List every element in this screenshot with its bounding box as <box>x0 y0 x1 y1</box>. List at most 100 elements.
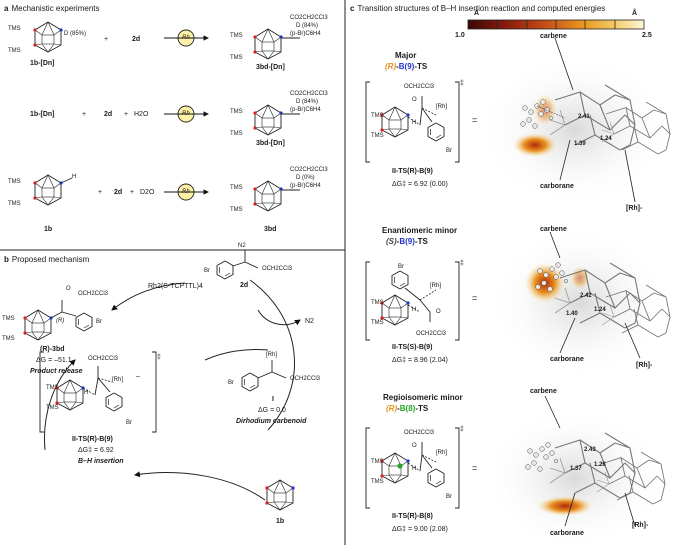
bromo-label: Br <box>96 319 102 325</box>
rh-model-label: [Rh]- <box>626 205 643 212</box>
ts-title: (R)-B(8)-TS <box>386 404 429 413</box>
plus-sign: + <box>130 189 135 196</box>
hydrogen-label: H <box>84 390 89 396</box>
reagent-label: 2d <box>104 111 113 118</box>
rh-model-label: [Rh]- <box>636 362 653 369</box>
bromo-label: Br <box>398 264 404 270</box>
ts-row-2-drawing <box>365 261 460 341</box>
equals-sign: = <box>472 115 478 125</box>
plus-sign: + <box>104 36 109 43</box>
product-substituents: CO2CH2CCl3 D (84%) (p-Br)C6H4 <box>290 90 328 114</box>
tms-label: TMS <box>46 405 59 411</box>
bromo-label: Br <box>446 148 452 154</box>
ts-energy: ΔG‡ = 6.92 <box>78 447 114 454</box>
tms-label: TMS <box>230 185 243 191</box>
product-label: 3bd <box>264 226 277 233</box>
tms-label: TMS <box>230 207 243 213</box>
colorbar-max: 2.5 <box>642 32 652 39</box>
panel-a-letter: a <box>4 4 9 13</box>
config-label: (R) <box>386 404 398 413</box>
product-substituents: CO2CH2CCl3 D (0%) (p-Br)C6H4 <box>290 166 328 190</box>
ts-model-1 <box>480 37 671 205</box>
tms-label: TMS <box>371 300 384 306</box>
deuterium-ratio: D (0%) <box>296 175 315 181</box>
ts-suffix: -TS <box>414 62 428 71</box>
ts-label: II-TS(S)-B(9) <box>392 344 433 351</box>
ts-energy: ΔG‡ = 6.92 (0.00) <box>392 181 448 188</box>
ts-title: (R)-B(9)-TS <box>385 62 428 71</box>
stereo-label: (R) <box>56 318 65 324</box>
plus-sign: + <box>82 111 87 118</box>
catalyst-label: Rh2(S-TCPTTL)4 <box>148 283 203 290</box>
boron-label: B(8) <box>399 404 416 413</box>
tms-label: TMS <box>230 131 243 137</box>
aryl-label: (p-Br)C6H4 <box>290 107 321 113</box>
carbenoid-name: Dirhodium carbenoid <box>236 418 307 425</box>
tms-label: TMS <box>371 479 384 485</box>
ts-kind-label: Enantiomeric minor <box>382 226 458 235</box>
hydrogen-label: H <box>412 307 417 313</box>
deuterium-ratio: D (84%) <box>296 99 319 105</box>
config-label: (R) <box>385 62 397 71</box>
rh-label: [Rh] <box>436 104 448 110</box>
carbonyl-o-label: O <box>66 286 71 292</box>
ts-energy: ΔG‡ = 8.96 (2.04) <box>392 357 448 364</box>
dagger-symbol: ‡ <box>460 426 464 433</box>
aryl-label: (p-Br)C6H4 <box>290 31 321 37</box>
deuterium-label: D (85%) <box>64 31 87 37</box>
tms-label: TMS <box>2 316 15 322</box>
bromo-label: Br <box>446 494 452 500</box>
panel-a-title: Mechanistic experiments <box>11 4 100 13</box>
tms-label: TMS <box>8 201 21 207</box>
ts-model-3 <box>485 395 666 545</box>
hydrogen-label: H <box>412 466 417 472</box>
reagent-label: 2d <box>114 189 123 196</box>
diazo-label: 2d <box>240 282 249 289</box>
ester-label: OCH2CCl3 <box>416 331 447 337</box>
ts-row-1-drawing <box>365 81 460 163</box>
ts-suffix: -TS <box>414 237 428 246</box>
rh-label: [Rh] <box>436 450 448 456</box>
ts-kind-label: Major <box>395 51 417 60</box>
tms-label: TMS <box>371 459 384 465</box>
n2-release-label: N2 <box>305 318 314 325</box>
carbonyl-o-label: O <box>412 97 417 103</box>
config-label: (S) <box>386 237 397 246</box>
plus-sign: + <box>98 189 103 196</box>
tms-label: TMS <box>8 179 21 185</box>
distance-label: 2.43 <box>584 447 596 453</box>
ester-label: OCH2CCl3 <box>88 356 119 362</box>
carbene-label: carbene <box>540 33 567 40</box>
panel-c-letter: c <box>350 4 355 13</box>
carbenoid-label: I <box>272 396 274 403</box>
panel-b-letter: b <box>4 255 9 264</box>
dagger-symbol: ‡ <box>460 80 464 87</box>
aryl-label: (p-Br)C6H4 <box>290 183 321 189</box>
panel-b-title: Proposed mechanism <box>11 255 90 264</box>
product-substituents: CO2CH2CCl3 D (84%) (p-Br)C6H4 <box>290 14 328 38</box>
sm-label: 1b-[Dn] <box>30 60 55 67</box>
plus-sign: + <box>124 111 129 118</box>
tms-label: TMS <box>371 113 384 119</box>
product-label: 3bd-[Dn] <box>256 140 285 147</box>
rh-label: [Rh] <box>430 283 442 289</box>
tms-label: TMS <box>2 336 15 342</box>
carborane-label: carborane <box>550 530 584 537</box>
carbene-label: carbene <box>530 388 557 395</box>
boron-label: B(9) <box>398 62 415 71</box>
product-energy: ΔG = –51.1 <box>36 357 72 364</box>
product-step-name: Product release <box>30 368 83 375</box>
ts-row-3-drawing <box>365 427 460 509</box>
ts-suffix: -TS <box>415 404 429 413</box>
bromo-label: Br <box>204 268 210 274</box>
tms-label: TMS <box>8 48 21 54</box>
rh-model-label: [Rh]- <box>632 522 649 529</box>
carbonyl-o-label: O <box>412 443 417 449</box>
rh-catalyst-label: Rh <box>182 35 190 41</box>
rh-label: [Rh] <box>266 352 278 358</box>
hydrogen-label: H <box>412 120 417 126</box>
